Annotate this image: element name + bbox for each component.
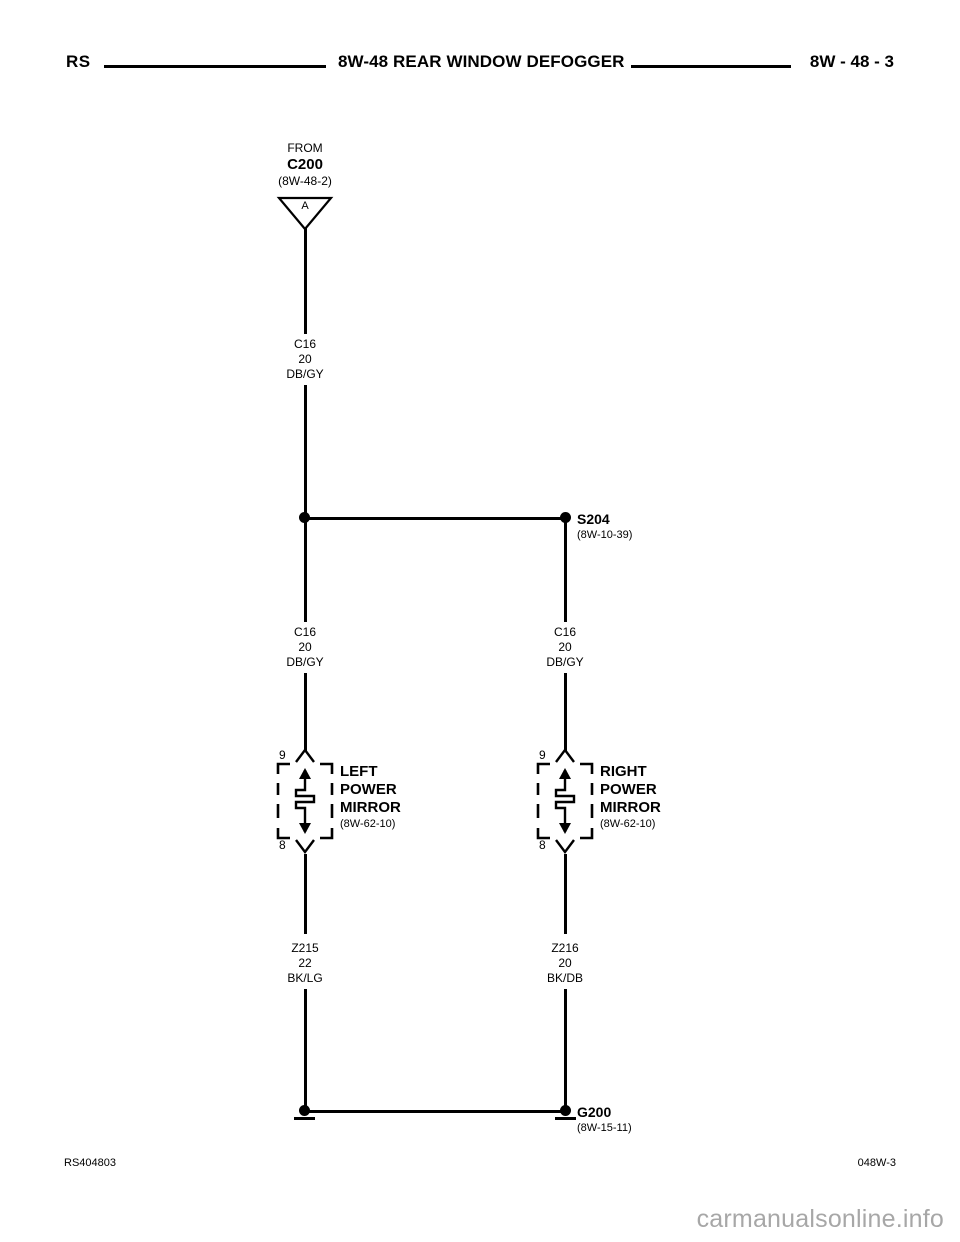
wire-gauge: 20 [558,956,572,970]
page-header: RS 8W-48 REAR WINDOW DEFOGGER 8W - 48 - … [0,52,960,82]
splice-name: S204 [577,511,610,527]
wire-circuit-id: Z215 [291,941,319,955]
wire-color: BK/LG [287,971,323,985]
right-mirror-pin-bottom-number: 8 [539,838,546,852]
wire-label-top: C16 20 DB/GY [286,337,323,382]
right-mirror-label-line2: POWER [600,781,657,798]
left-mirror-label-line1: LEFT [340,763,378,780]
left-mirror-symbol [276,762,334,840]
header-rule-left [104,65,326,68]
wire-color: BK/DB [546,971,584,985]
component-right-power-mirror[interactable]: 9 8 RIGHT POWER MIRROR (8W-62-10) [536,748,661,854]
left-mirror-pin-top-number: 9 [279,748,286,762]
wire-circuit-id: C16 [553,625,576,639]
ground-bus-line [304,1110,566,1113]
wire-label-left-mid: C16 20 DB/GY [286,625,323,670]
right-mirror-pin8-chevron [555,839,575,854]
ground-reference: (8W-15-11) [577,1122,632,1134]
wire-segment-left-to-mirror [304,673,307,751]
splice-node-right [560,512,571,523]
wire-circuit-id: C16 [293,337,316,351]
wire-label-right-mid: C16 20 DB/GY [546,625,583,670]
from-connector-reference: (8W-48-2) [278,174,332,188]
footer-figure-code: 048W-3 [857,1157,896,1169]
left-mirror-pin9-chevron [295,748,315,763]
wire-segment-left-below-mirror [304,854,307,934]
left-mirror-pin8-chevron [295,839,315,854]
connector-triangle-icon: A [276,196,334,231]
right-mirror-symbol [536,762,594,840]
header-page-number: 8W - 48 - 3 [809,52,894,71]
right-mirror-pin9-chevron [555,748,575,763]
wire-circuit-id: Z216 [551,941,579,955]
footer-document-code: RS404803 [64,1157,116,1169]
wire-label-left-bottom: Z215 22 BK/LG [287,941,322,986]
from-connector-label: FROM C200 (8W-48-2) [278,141,332,189]
wire-segment-right-to-ground [564,989,567,1111]
wire-segment-top-lower [304,385,307,518]
wire-gauge: 20 [298,640,312,654]
site-watermark: carmanualsonline.info [696,1205,944,1233]
ground-node-left-dot [299,1105,310,1116]
splice-bus-line [304,517,566,520]
wire-color: DB/GY [286,367,324,381]
splice-reference: (8W-10-39) [577,529,633,541]
left-mirror-pin-bottom-number: 8 [279,838,286,852]
wire-gauge: 20 [298,352,312,366]
right-mirror-label-line1: RIGHT [600,763,647,780]
page-title: 8W-48 REAR WINDOW DEFOGGER [338,52,625,71]
header-model-code: RS [66,52,91,71]
ground-name: G200 [577,1104,612,1120]
wire-circuit-id: C16 [293,625,316,639]
wire-segment-top-upper [304,228,307,334]
splice-node-left [299,512,310,523]
from-connector-name: C200 [287,156,323,173]
wire-segment-left-upper [304,518,307,622]
header-rule-right [631,65,791,68]
right-mirror-label-line3: MIRROR [600,799,661,816]
from-prefix: FROM [287,141,323,155]
right-mirror-pin-top-number: 9 [539,748,546,762]
right-mirror-reference: (8W-62-10) [600,818,656,830]
ground-node-right-dot [560,1105,571,1116]
wire-segment-right-below-mirror [564,854,567,934]
ground-node-left-bar [294,1117,315,1120]
wire-segment-right-to-mirror [564,673,567,751]
wire-color: DB/GY [546,655,584,669]
wire-color: DB/GY [286,655,324,669]
connector-pin-letter: A [301,200,309,212]
wire-gauge: 22 [298,956,312,970]
wire-label-right-bottom: Z216 20 BK/DB [547,941,583,986]
wire-segment-right-upper [564,518,567,622]
wire-segment-left-to-ground [304,989,307,1111]
left-mirror-label: LEFT POWER MIRROR (8W-62-10) [340,763,401,832]
left-mirror-label-line2: POWER [340,781,397,798]
ground-node-right-bar [555,1117,576,1120]
component-left-power-mirror[interactable]: 9 8 LEFT POWER MIRROR (8W-62-10) [276,748,401,854]
left-mirror-reference: (8W-62-10) [340,818,396,830]
wire-gauge: 20 [558,640,572,654]
left-mirror-label-line3: MIRROR [340,799,401,816]
right-mirror-label: RIGHT POWER MIRROR (8W-62-10) [600,763,661,832]
